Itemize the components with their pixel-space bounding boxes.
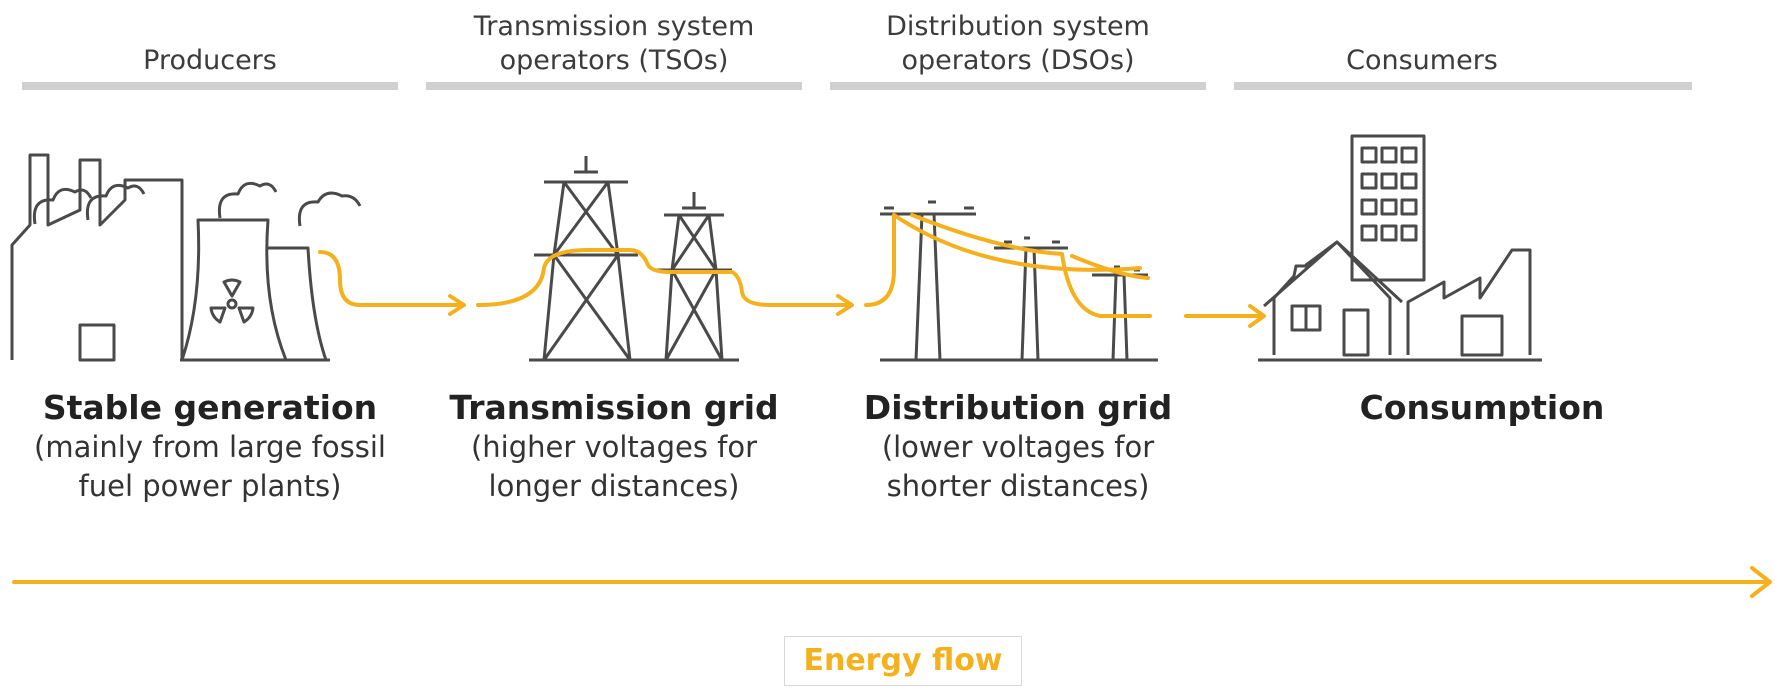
caption-title: Distribution grid [863,388,1173,427]
caption-producers: Stable generation (mainly from large fos… [0,388,420,506]
caption-subtitle-line: longer distances) [488,469,740,503]
distribution-pole-icon [880,200,1158,362]
role-label-producers: Producers [143,45,277,76]
energy-flow-label: Energy flow [784,636,1022,686]
role-rule [1234,82,1692,90]
energy-flow-axis-arrow [1750,566,1772,598]
caption-subtitle-line: shorter distances) [886,469,1150,503]
transmission-tower-icon [529,156,739,362]
role-label-dsos: operators (DSOs) [901,45,1135,76]
caption-title: Stable generation [42,388,378,427]
caption-subtitle-line: (higher voltages for [470,430,758,464]
caption-title: Consumption [1359,388,1605,427]
caption-tsos: Transmission grid (higher voltages for l… [404,388,824,506]
caption-subtitle-line: fuel power plants) [78,469,342,503]
buildings-icon [1258,134,1542,362]
power-plant-icon [10,153,362,362]
caption-subtitle-line: (mainly from large fossil [34,430,386,464]
role-rule [830,82,1206,90]
caption-dsos: Distribution grid (lower voltages for sh… [808,388,1228,506]
role-label-consumers: Consumers [1346,45,1498,76]
role-rule [426,82,802,90]
caption-consumers: Consumption [1272,388,1692,428]
role-label-dsos: Distribution system [886,11,1150,42]
caption-title: Transmission grid [449,388,779,427]
role-label-tsos: Transmission system [473,11,755,42]
caption-subtitle-line: (lower voltages for [881,430,1155,464]
role-label-tsos: operators (TSOs) [499,45,729,76]
role-rule [22,82,398,90]
